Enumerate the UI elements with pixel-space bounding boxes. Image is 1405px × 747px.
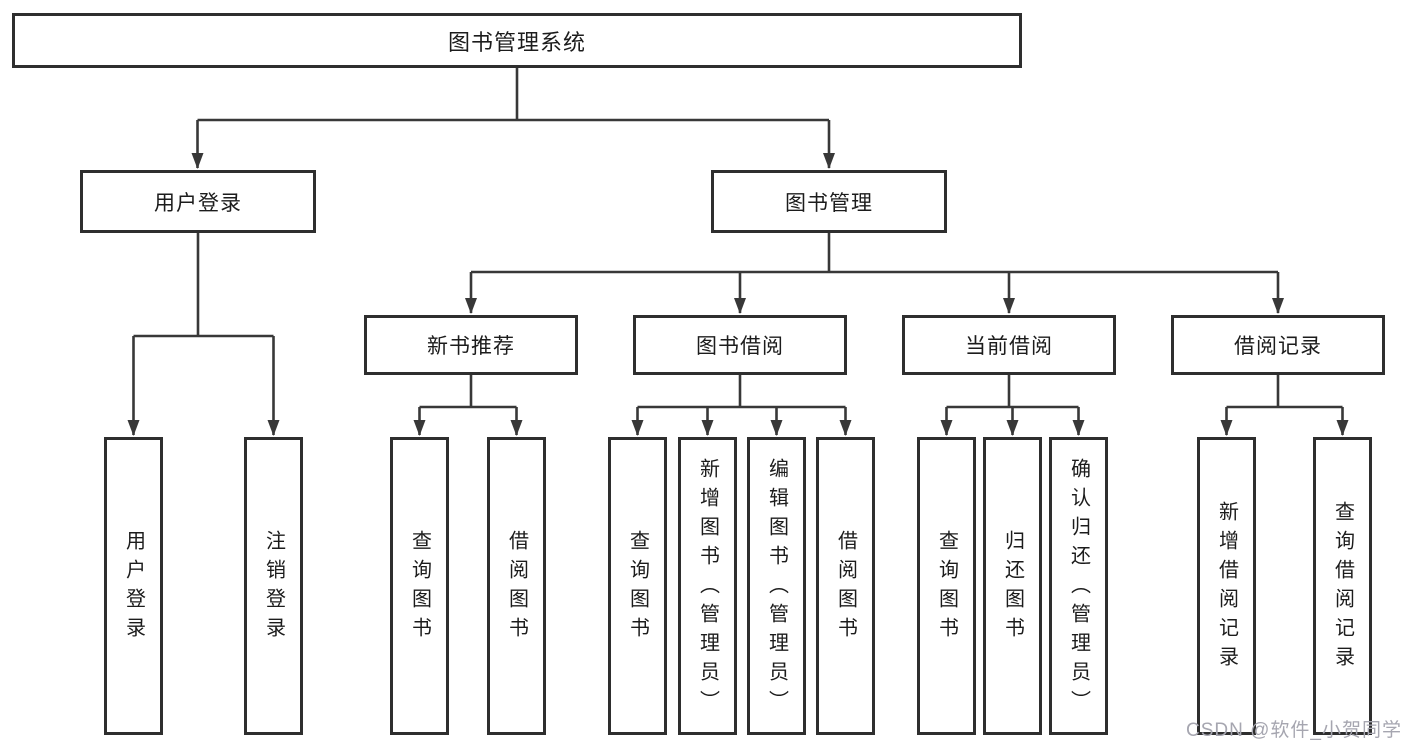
- leaf-borrow-books: 借阅图书: [816, 437, 875, 735]
- node-new-book-recommend: 新书推荐: [364, 315, 578, 375]
- node-book-management: 图书管理: [711, 170, 947, 233]
- leaf-query-books-current: 查询图书: [917, 437, 976, 735]
- leaf-user-login: 用户登录: [104, 437, 163, 735]
- leaf-add-book-admin: 新增图书（管理员）: [678, 437, 737, 735]
- leaf-add-borrow-record: 新增借阅记录: [1197, 437, 1256, 735]
- leaf-return-books: 归还图书: [983, 437, 1042, 735]
- leaf-confirm-return-admin: 确认归还（管理员）: [1049, 437, 1108, 735]
- leaf-query-borrow-record: 查询借阅记录: [1313, 437, 1372, 735]
- node-user-login: 用户登录: [80, 170, 316, 233]
- leaf-logout: 注销登录: [244, 437, 303, 735]
- csdn-watermark: CSDN @软件_小贺同学: [1186, 720, 1402, 741]
- leaf-query-books-borrow: 查询图书: [608, 437, 667, 735]
- node-book-borrowing: 图书借阅: [633, 315, 847, 375]
- leaf-query-books-recommend: 查询图书: [390, 437, 449, 735]
- node-library-management-system: 图书管理系统: [12, 13, 1022, 68]
- node-current-borrowing: 当前借阅: [902, 315, 1116, 375]
- node-borrowing-records: 借阅记录: [1171, 315, 1385, 375]
- leaf-borrow-books-recommend: 借阅图书: [487, 437, 546, 735]
- leaf-edit-book-admin: 编辑图书（管理员）: [747, 437, 806, 735]
